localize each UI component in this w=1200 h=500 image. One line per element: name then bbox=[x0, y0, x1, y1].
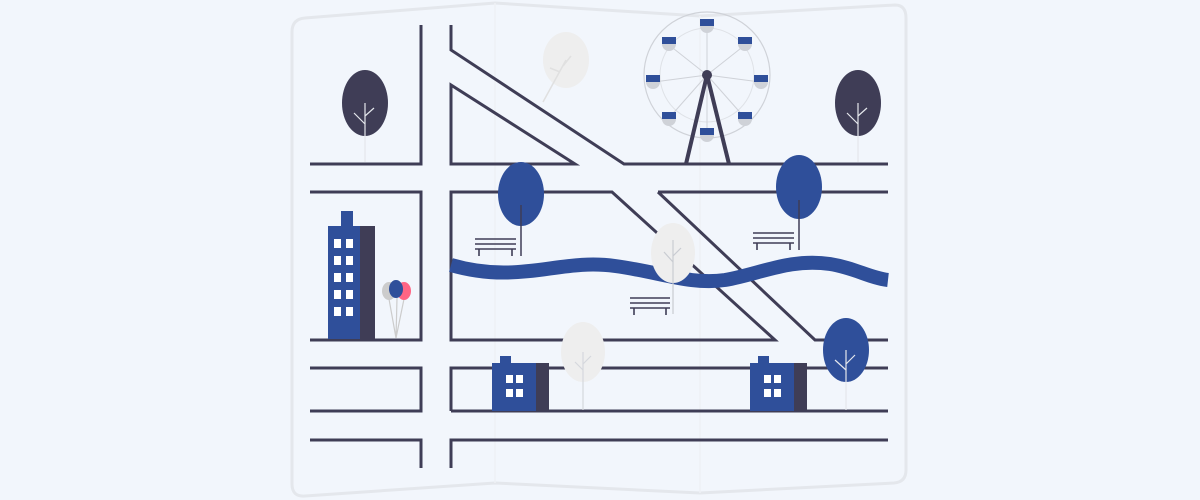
road-block bbox=[310, 190, 423, 342]
tree-icon bbox=[776, 155, 822, 250]
house-icon bbox=[750, 356, 807, 411]
road-block bbox=[310, 25, 423, 166]
house-windows bbox=[506, 375, 523, 397]
building-windows bbox=[334, 239, 353, 316]
road-diagonal bbox=[449, 25, 888, 166]
ferris-wheel-icon bbox=[643, 11, 771, 165]
park-bench-icon bbox=[475, 238, 516, 256]
light-tree-icon bbox=[651, 223, 695, 314]
folded-map-paper bbox=[290, 1, 908, 498]
light-tree-icon bbox=[542, 32, 589, 103]
balloons-icon bbox=[382, 280, 411, 339]
ferris-wheel-gondolas bbox=[646, 19, 768, 142]
road-block bbox=[310, 438, 423, 468]
house-windows bbox=[764, 375, 781, 397]
tall-building-icon bbox=[328, 211, 375, 339]
light-tree-icon bbox=[561, 322, 605, 410]
river bbox=[449, 255, 890, 289]
dark-tree-icon bbox=[342, 70, 388, 162]
tree-icon bbox=[823, 318, 869, 410]
road-block bbox=[310, 366, 423, 413]
road-block bbox=[449, 366, 888, 411]
road-block bbox=[449, 190, 779, 342]
park-bench-icon bbox=[753, 232, 794, 250]
dark-tree-icon bbox=[835, 70, 881, 162]
tree-icon bbox=[498, 162, 544, 256]
house-icon bbox=[492, 356, 549, 411]
park-bench-icon bbox=[630, 297, 670, 315]
road-block bbox=[449, 438, 888, 468]
